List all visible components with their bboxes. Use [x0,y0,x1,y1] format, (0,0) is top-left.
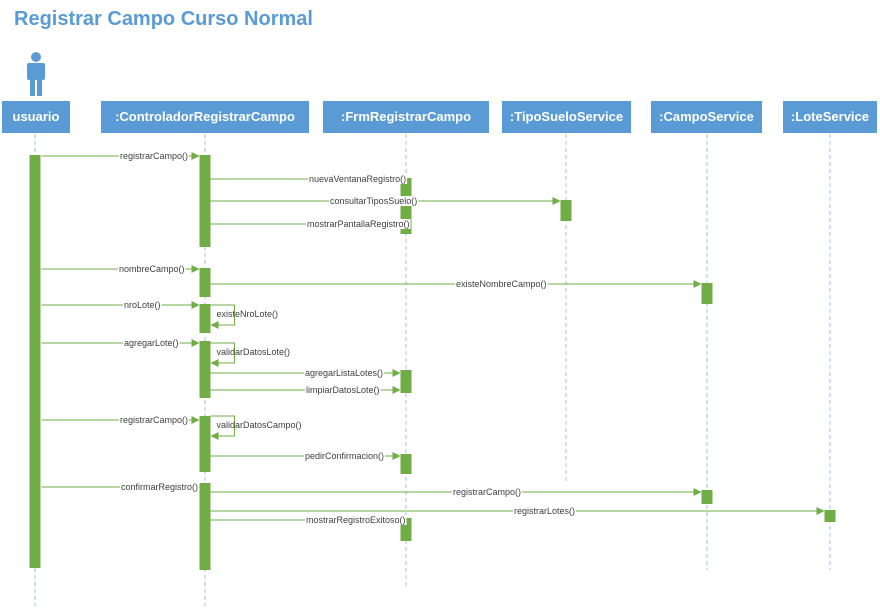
activation-bar-lote [824,510,836,522]
message-label-background [119,415,190,425]
activation-bar-campo [701,490,713,504]
message-18: mostrarRegistroExitoso() [210,515,407,525]
message-1: nuevaVentanaRegistro() [210,174,408,184]
message-label-background [304,368,385,378]
message-13: validarDatosCampo() [210,415,302,440]
message-label: mostrarRegistroExitoso() [306,515,406,525]
message-label-background [120,482,200,492]
message-label: nombreCampo() [119,264,185,274]
message-label-background [304,451,386,461]
lifeline-header-campo: :CampoService [651,101,762,133]
message-label: agregarListaLotes() [305,368,383,378]
message-label: limpiarDatosLote() [306,385,380,395]
lifeline-header-usuario: usuario [2,101,70,133]
message-label: existeNombreCampo() [456,279,547,289]
message-label: nroLote() [124,300,161,310]
message-9: validarDatosLote() [210,342,291,367]
message-label-background [119,151,190,161]
message-label-background [329,196,419,206]
message-11: limpiarDatosLote() [210,385,401,395]
message-6: nroLote() [41,300,200,310]
message-3: mostrarPantallaRegistro() [210,219,411,229]
activation-bar-tiposuelo [560,200,572,221]
message-14: pedirConfirmacion() [210,451,401,461]
message-label-background [452,487,523,497]
self-message-arrow [210,415,235,440]
person-icon [27,52,45,96]
message-15: confirmarRegistro() [41,482,200,492]
lifeline-header-frm: :FrmRegistrarCampo [323,101,489,133]
message-label: pedirConfirmacion() [305,451,384,461]
activation-bar-controlador [199,268,211,297]
message-4: nombreCampo() [41,264,200,274]
lifeline-header-tiposuelo: :TipoSueloService [502,101,631,133]
activation-bar-controlador [199,483,211,570]
message-label-background [305,515,407,525]
message-10: agregarListaLotes() [210,368,401,378]
activation-bar-controlador [199,304,211,333]
message-label: validarDatosCampo() [217,420,302,430]
activation-bar-campo [701,283,713,304]
message-label: registrarCampo() [120,415,188,425]
message-label: agregarLote() [124,338,179,348]
diagram-title: Registrar Campo Curso Normal [14,8,313,30]
self-message-arrow [210,342,235,367]
message-16: registrarCampo() [210,487,702,497]
message-label-background [455,279,548,289]
message-7: existeNroLote() [210,304,279,329]
message-label: validarDatosLote() [217,347,291,357]
message-label: consultarTiposSuelo() [330,196,417,206]
message-label: registrarCampo() [453,487,521,497]
message-12: registrarCampo() [41,415,200,425]
message-label-background [305,385,381,395]
message-label: existeNroLote() [217,309,279,319]
message-8: agregarLote() [41,338,200,348]
activation-bar-controlador [199,416,211,472]
activation-bar-controlador [199,155,211,247]
message-0: registrarCampo() [41,151,200,161]
message-5: existeNombreCampo() [210,279,702,289]
lifeline-header-controlador: :ControladorRegistrarCampo [101,101,309,133]
message-2: consultarTiposSuelo() [210,196,561,206]
self-message-arrow [210,304,235,329]
activation-bar-frm [400,454,412,474]
message-label-background [513,506,577,516]
message-label-background [306,219,411,229]
message-label: nuevaVentanaRegistro() [309,174,406,184]
message-17: registrarLotes() [210,506,825,516]
activation-bar-frm [400,518,412,541]
message-label-background [118,264,186,274]
message-label-background [123,300,162,310]
activation-bar-frm [400,370,412,393]
activation-bar-controlador [199,341,211,398]
message-label: mostrarPantallaRegistro() [307,219,410,229]
activation-bar-usuario [29,155,41,568]
message-label: confirmarRegistro() [121,482,198,492]
message-label: registrarLotes() [514,506,575,516]
lifeline-header-lote: :LoteService [783,101,877,133]
message-label: registrarCampo() [120,151,188,161]
message-label-background [308,174,408,184]
message-label-background [123,338,180,348]
